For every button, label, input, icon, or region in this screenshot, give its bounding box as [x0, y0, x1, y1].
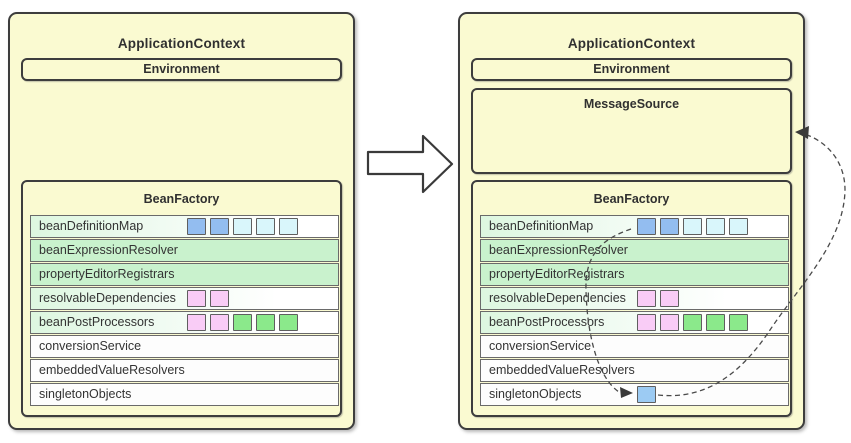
beanfactory-row: embeddedValueResolvers: [30, 359, 339, 382]
bean-square-cyan-icon: [256, 218, 275, 235]
beanfactory-row: propertyEditorRegistrars: [480, 263, 789, 286]
beanfactory-row: embeddedValueResolvers: [480, 359, 789, 382]
bean-square-blue-icon: [660, 218, 679, 235]
panel-title: ApplicationContext: [117, 36, 246, 51]
bean-square-blue-icon: [187, 218, 206, 235]
beanfactory-row: conversionService: [480, 335, 789, 358]
application-context-panel-before: ApplicationContext Environment BeanFacto…: [8, 12, 355, 430]
row-label: conversionService: [489, 339, 592, 353]
bean-square-blue-icon: [210, 218, 229, 235]
row-label: embeddedValueResolvers: [39, 363, 185, 377]
beanfactory-row: beanDefinitionMap: [480, 215, 789, 238]
bean-square-skyblue-icon: [637, 386, 656, 403]
bean-square-pink-icon: [210, 314, 229, 331]
bean-factory-box: BeanFactory beanDefinitionMap beanExpress…: [471, 180, 792, 417]
row-label: beanPostProcessors: [39, 315, 155, 329]
message-source-box: MessageSource: [471, 88, 792, 174]
application-context-panel-after: ApplicationContext Environment MessageSo…: [458, 12, 805, 430]
panel-title: ApplicationContext: [567, 36, 696, 51]
transform-arrow-icon: [366, 134, 454, 194]
bean-square-green-icon: [729, 314, 748, 331]
beanfactory-row: singletonObjects: [30, 383, 339, 406]
bean-square-pink-icon: [210, 290, 229, 307]
bean-squares: [637, 290, 679, 307]
environment-box: Environment: [21, 58, 342, 81]
bean-squares: [637, 314, 748, 331]
beanfactory-row: beanDefinitionMap: [30, 215, 339, 238]
bean-square-cyan-icon: [683, 218, 702, 235]
bean-square-green-icon: [279, 314, 298, 331]
row-label: propertyEditorRegistrars: [489, 267, 625, 281]
bean-square-pink-icon: [660, 290, 679, 307]
beanfactory-row: beanExpressionResolver: [480, 239, 789, 262]
row-label: beanExpressionResolver: [489, 243, 628, 257]
beanfactory-row: singletonObjects: [480, 383, 789, 406]
row-label: propertyEditorRegistrars: [39, 267, 175, 281]
environment-label: Environment: [143, 62, 220, 76]
beanfactory-row: beanPostProcessors: [480, 311, 789, 334]
bean-square-pink-icon: [637, 314, 656, 331]
bean-square-pink-icon: [637, 290, 656, 307]
environment-box: Environment: [471, 58, 792, 81]
row-label: beanDefinitionMap: [39, 219, 144, 233]
bean-square-green-icon: [256, 314, 275, 331]
row-label: conversionService: [39, 339, 142, 353]
bean-squares: [187, 314, 298, 331]
bean-squares: [637, 386, 656, 403]
bean-square-pink-icon: [187, 290, 206, 307]
bean-square-green-icon: [233, 314, 252, 331]
bean-square-blue-icon: [637, 218, 656, 235]
bean-square-pink-icon: [660, 314, 679, 331]
beanfactory-row: propertyEditorRegistrars: [30, 263, 339, 286]
beanfactory-row: beanPostProcessors: [30, 311, 339, 334]
bean-square-cyan-icon: [729, 218, 748, 235]
row-label: beanDefinitionMap: [489, 219, 594, 233]
bean-square-cyan-icon: [706, 218, 725, 235]
beanfactory-row: beanExpressionResolver: [30, 239, 339, 262]
bean-squares: [187, 290, 229, 307]
bean-squares: [187, 218, 298, 235]
row-label: embeddedValueResolvers: [489, 363, 635, 377]
row-label: beanPostProcessors: [489, 315, 605, 329]
beanfactory-row: resolvableDependencies: [480, 287, 789, 310]
bean-square-green-icon: [683, 314, 702, 331]
bean-factory-label: BeanFactory: [593, 192, 670, 206]
row-label: singletonObjects: [489, 387, 582, 401]
bean-square-green-icon: [706, 314, 725, 331]
bean-factory-box: BeanFactory beanDefinitionMap beanExpress…: [21, 180, 342, 417]
bean-factory-rows: beanDefinitionMap beanExpressionResolver p…: [480, 215, 789, 407]
row-label: singletonObjects: [39, 387, 132, 401]
bean-square-cyan-icon: [279, 218, 298, 235]
environment-label: Environment: [593, 62, 670, 76]
row-label: resolvableDependencies: [489, 291, 626, 305]
row-label: resolvableDependencies: [39, 291, 176, 305]
bean-factory-rows: beanDefinitionMap beanExpressionResolver p…: [30, 215, 339, 407]
message-source-label: MessageSource: [583, 97, 680, 111]
beanfactory-row: resolvableDependencies: [30, 287, 339, 310]
bean-factory-label: BeanFactory: [143, 192, 220, 206]
bean-square-pink-icon: [187, 314, 206, 331]
bean-square-cyan-icon: [233, 218, 252, 235]
bean-squares: [637, 218, 748, 235]
beanfactory-row: conversionService: [30, 335, 339, 358]
row-label: beanExpressionResolver: [39, 243, 178, 257]
